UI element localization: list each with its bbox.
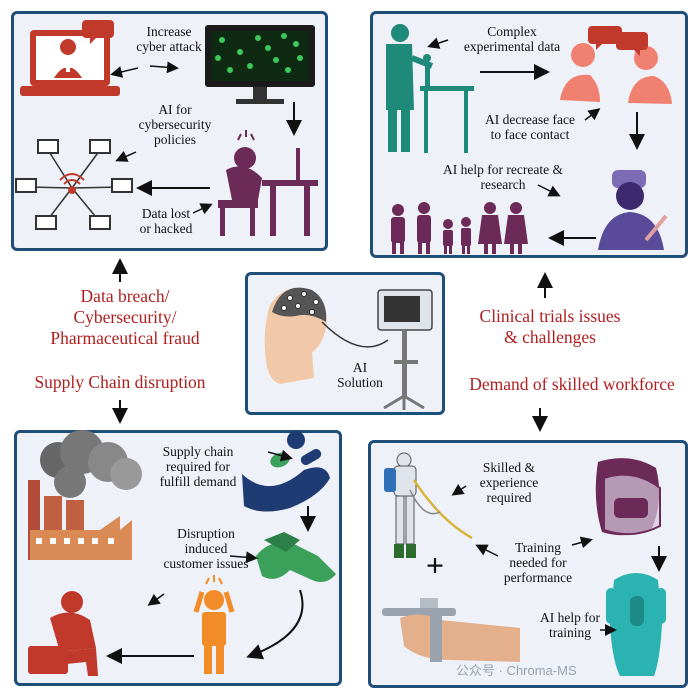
network-icon [15, 139, 133, 230]
skilled-arrows [451, 484, 667, 636]
supply-arrows [106, 449, 316, 664]
label-supply-chain-required: Supply chain required for fulfill demand [159, 444, 237, 489]
label-ai-help-training: AI help for training [540, 610, 600, 640]
label-data-lost: Data lost or hacked [139, 206, 193, 236]
label-ai-solution: AI Solution [337, 360, 383, 390]
label-training-needed: Training needed for performance [503, 540, 573, 585]
laptop-doctor-icon [20, 20, 120, 96]
virus-monitor-icon [205, 25, 315, 104]
label-ai-cybersecurity: AI for cybersecurity policies [138, 102, 212, 147]
label-disruption: Disruption induced customer issues [163, 526, 249, 571]
cyber-arrows [110, 61, 302, 215]
label-ai-help-recreate: AI help for recreate & research [443, 162, 563, 192]
scientist-lab-icon [386, 24, 474, 153]
family-group-icon [391, 202, 528, 254]
training-mannequin-icon [606, 573, 666, 676]
heading-data-breach: Data breach/ Cybersecurity/ Pharmaceutic… [50, 286, 200, 348]
face-shield-icon [595, 458, 661, 536]
two-people-talking-icon [560, 26, 672, 104]
handshake-icon [256, 532, 336, 582]
sprayer-worker-icon [384, 452, 473, 558]
hand-pills-icon [242, 431, 330, 512]
clinical-arrows [427, 37, 645, 246]
label-ai-decrease: AI decrease face to face contact [485, 112, 575, 142]
label-skilled: Skilled & experience required [479, 460, 539, 505]
eeg-head-device-icon [264, 287, 433, 410]
watermark: 公众号 · Chroma-MS [456, 663, 577, 678]
heading-skilled-workforce: Demand of skilled workforce [469, 374, 675, 394]
label-increase-cyber-attack: Increase cyber attack [136, 24, 202, 54]
sad-sitting-person-icon [28, 591, 98, 676]
label-complex-data: Complex experimental data [463, 24, 561, 54]
surgeon-icon [598, 170, 668, 250]
heading-clinical-trials: Clinical trials issues & challenges [479, 306, 621, 347]
connector-arrows [112, 258, 553, 432]
stressed-person-desk-icon [218, 130, 318, 236]
stressed-person-orange-icon [193, 575, 235, 674]
airbrush-hand-icon [382, 598, 520, 662]
factory-smoke-icon [28, 430, 142, 560]
heading-supply-chain-disruption: Supply Chain disruption [34, 372, 206, 392]
plus-sign: + [425, 547, 445, 583]
